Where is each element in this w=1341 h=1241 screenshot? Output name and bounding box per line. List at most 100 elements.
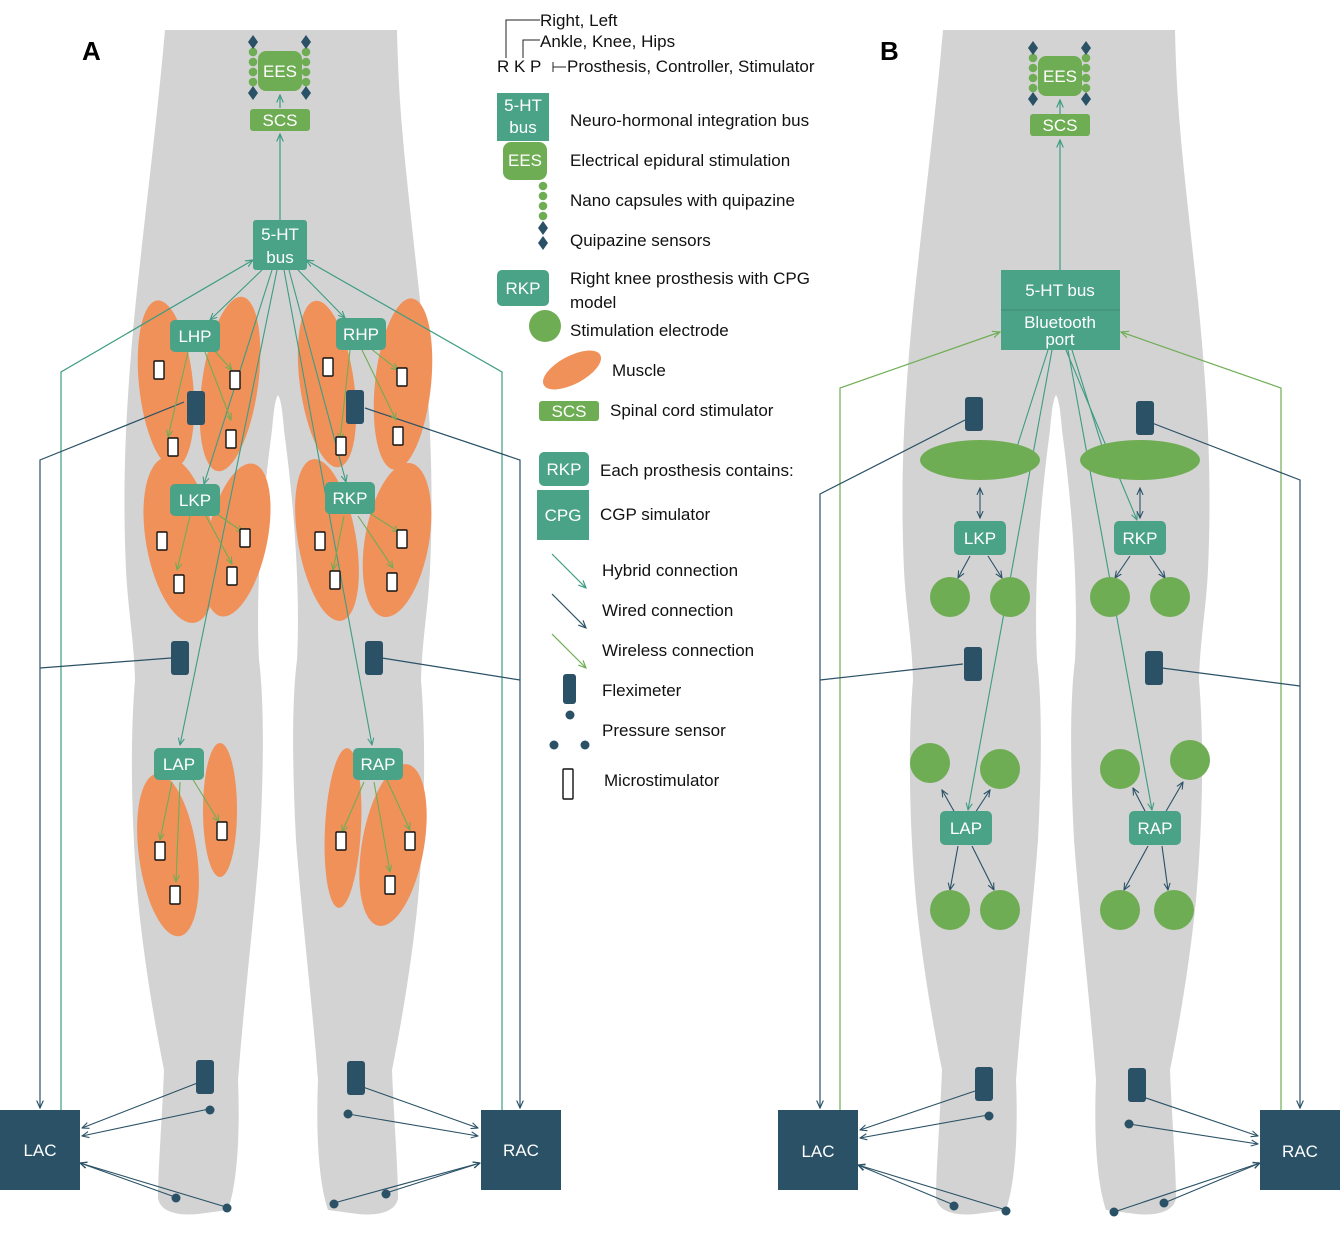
- wired-connection: [40, 401, 185, 1108]
- quipazine-sensor: [1081, 92, 1091, 106]
- lac-label: LAC: [23, 1141, 56, 1160]
- legend: Right, Left Ankle, Knee, Hips R K P Pros…: [497, 11, 815, 800]
- fleximeter: [965, 397, 983, 431]
- scs-label: SCS: [263, 111, 298, 130]
- wired-connection: [974, 790, 990, 814]
- legend-scs-box-label: SCS: [552, 402, 587, 421]
- bus-label-line1: 5-HT: [261, 225, 299, 244]
- stim-links-a: [160, 347, 410, 882]
- stimulation-electrode: [910, 743, 950, 783]
- pressure-sensor: [984, 1111, 994, 1121]
- wireless-connection: [340, 349, 351, 440]
- scs-box: [250, 109, 310, 131]
- pressure-sensor: [171, 1193, 181, 1203]
- rkp-module: [325, 482, 375, 514]
- legend-cpg-box: [537, 490, 589, 540]
- legend-flex-text: Fleximeter: [602, 681, 682, 700]
- pressure-sensor: [205, 1105, 215, 1115]
- legend-ees-text: Electrical epidural stimulation: [570, 151, 790, 170]
- electrodes-b: [910, 440, 1210, 930]
- rkp-label: RKP: [1123, 529, 1158, 548]
- body-silhouette-a: [124, 30, 432, 1215]
- hybrid-connection: [210, 269, 263, 320]
- ees-box: [258, 51, 302, 91]
- lap-module: [154, 748, 204, 780]
- wired-connection: [1151, 422, 1300, 1108]
- microstimulator: [169, 885, 181, 905]
- electrode-links-b: [942, 488, 1183, 890]
- fleximeter: [187, 391, 205, 425]
- stimulation-electrode: [930, 577, 970, 617]
- legend-scs-text: Spinal cord stimulator: [610, 401, 774, 420]
- wired-connection: [359, 1085, 478, 1128]
- wired-connection: [1164, 782, 1183, 814]
- lap-module: [940, 811, 992, 845]
- rkp-label: RKP: [333, 489, 368, 508]
- microstimulator: [156, 531, 168, 551]
- rap-label: RAP: [361, 755, 396, 774]
- fleximeter: [1145, 651, 1163, 685]
- microstimulator: [396, 529, 408, 549]
- lac-controller: [778, 1110, 858, 1190]
- stimulation-electrode: [930, 890, 970, 930]
- legend-contains-box-label: RKP: [547, 460, 582, 479]
- legend-rkp-text-line1: Right knee prosthesis with CPG: [570, 269, 810, 288]
- muscle: [137, 773, 199, 937]
- legend-hybrid-text: Hybrid connection: [602, 561, 738, 580]
- wired-connection: [1124, 845, 1149, 890]
- wireless-connection: [60, 260, 253, 1110]
- stimulation-electrode: [1154, 890, 1194, 930]
- microstimulator: [335, 831, 347, 851]
- rac-controller: [481, 1110, 561, 1190]
- legend-bus-box: [497, 93, 549, 141]
- microstimulator: [229, 370, 241, 390]
- wireless-connection: [205, 515, 232, 564]
- ees-assembly-a: EES SCS: [248, 35, 311, 131]
- fleximeter: [975, 1067, 993, 1101]
- quipazine-sensor: [1028, 41, 1038, 55]
- legend-wired-text: Wired connection: [602, 601, 733, 620]
- stimulation-electrode: [980, 890, 1020, 930]
- quipazine-sensor: [248, 86, 258, 100]
- wired-connection: [958, 555, 971, 578]
- legend-scs-box: [539, 401, 599, 421]
- wireless-connection: [369, 347, 398, 370]
- wireless-connection: [204, 351, 231, 420]
- ees-assembly-b: EES SCS: [1028, 41, 1091, 136]
- rac-controller: [1260, 1110, 1340, 1190]
- microstimulator: [384, 875, 396, 895]
- wired-connection: [381, 657, 521, 681]
- wireless-connection: [306, 260, 503, 1110]
- pressure-sensors-b: [949, 1111, 1169, 1217]
- bus-box: [253, 220, 307, 270]
- wired-connection: [333, 1163, 480, 1204]
- rkp-module: [1114, 521, 1166, 555]
- wired-connection: [82, 1081, 201, 1128]
- microstimulator: [167, 437, 179, 457]
- legend-muscle-icon: [542, 350, 602, 390]
- legend-cpg-box-label: CPG: [545, 506, 582, 525]
- bluetooth-label-line2: port: [1045, 330, 1075, 349]
- ees-label: EES: [1043, 67, 1077, 86]
- wired-connection: [1128, 1123, 1258, 1144]
- stimulation-electrode: [1090, 577, 1130, 617]
- microstimulator: [392, 426, 404, 446]
- hybrid-connection: [1065, 349, 1137, 520]
- wired-connection: [819, 663, 964, 681]
- panel-b: EES SCS 5-HT bus Bluetooth port LKP RKP …: [778, 30, 1340, 1217]
- legend-nano-text: Nano capsules with quipazine: [570, 191, 795, 210]
- wired-connection: [39, 657, 172, 669]
- microstimulator: [173, 574, 185, 594]
- pressure-sensor: [1109, 1207, 1119, 1217]
- nano-capsule: [301, 47, 311, 57]
- quipazine-sensor: [1081, 41, 1091, 55]
- wireless-connection: [191, 777, 219, 822]
- legend-pressure-sensor-icon: [565, 710, 575, 720]
- pressure-sensor: [1001, 1206, 1011, 1216]
- pressure-sensors-a: [171, 1105, 391, 1213]
- fleximeter: [347, 1061, 365, 1095]
- hybrid-connection: [297, 269, 345, 318]
- legend-micro-text: Microstimulator: [604, 771, 720, 790]
- legend-ees-box-label: EES: [508, 151, 542, 170]
- nano-capsule: [248, 67, 258, 77]
